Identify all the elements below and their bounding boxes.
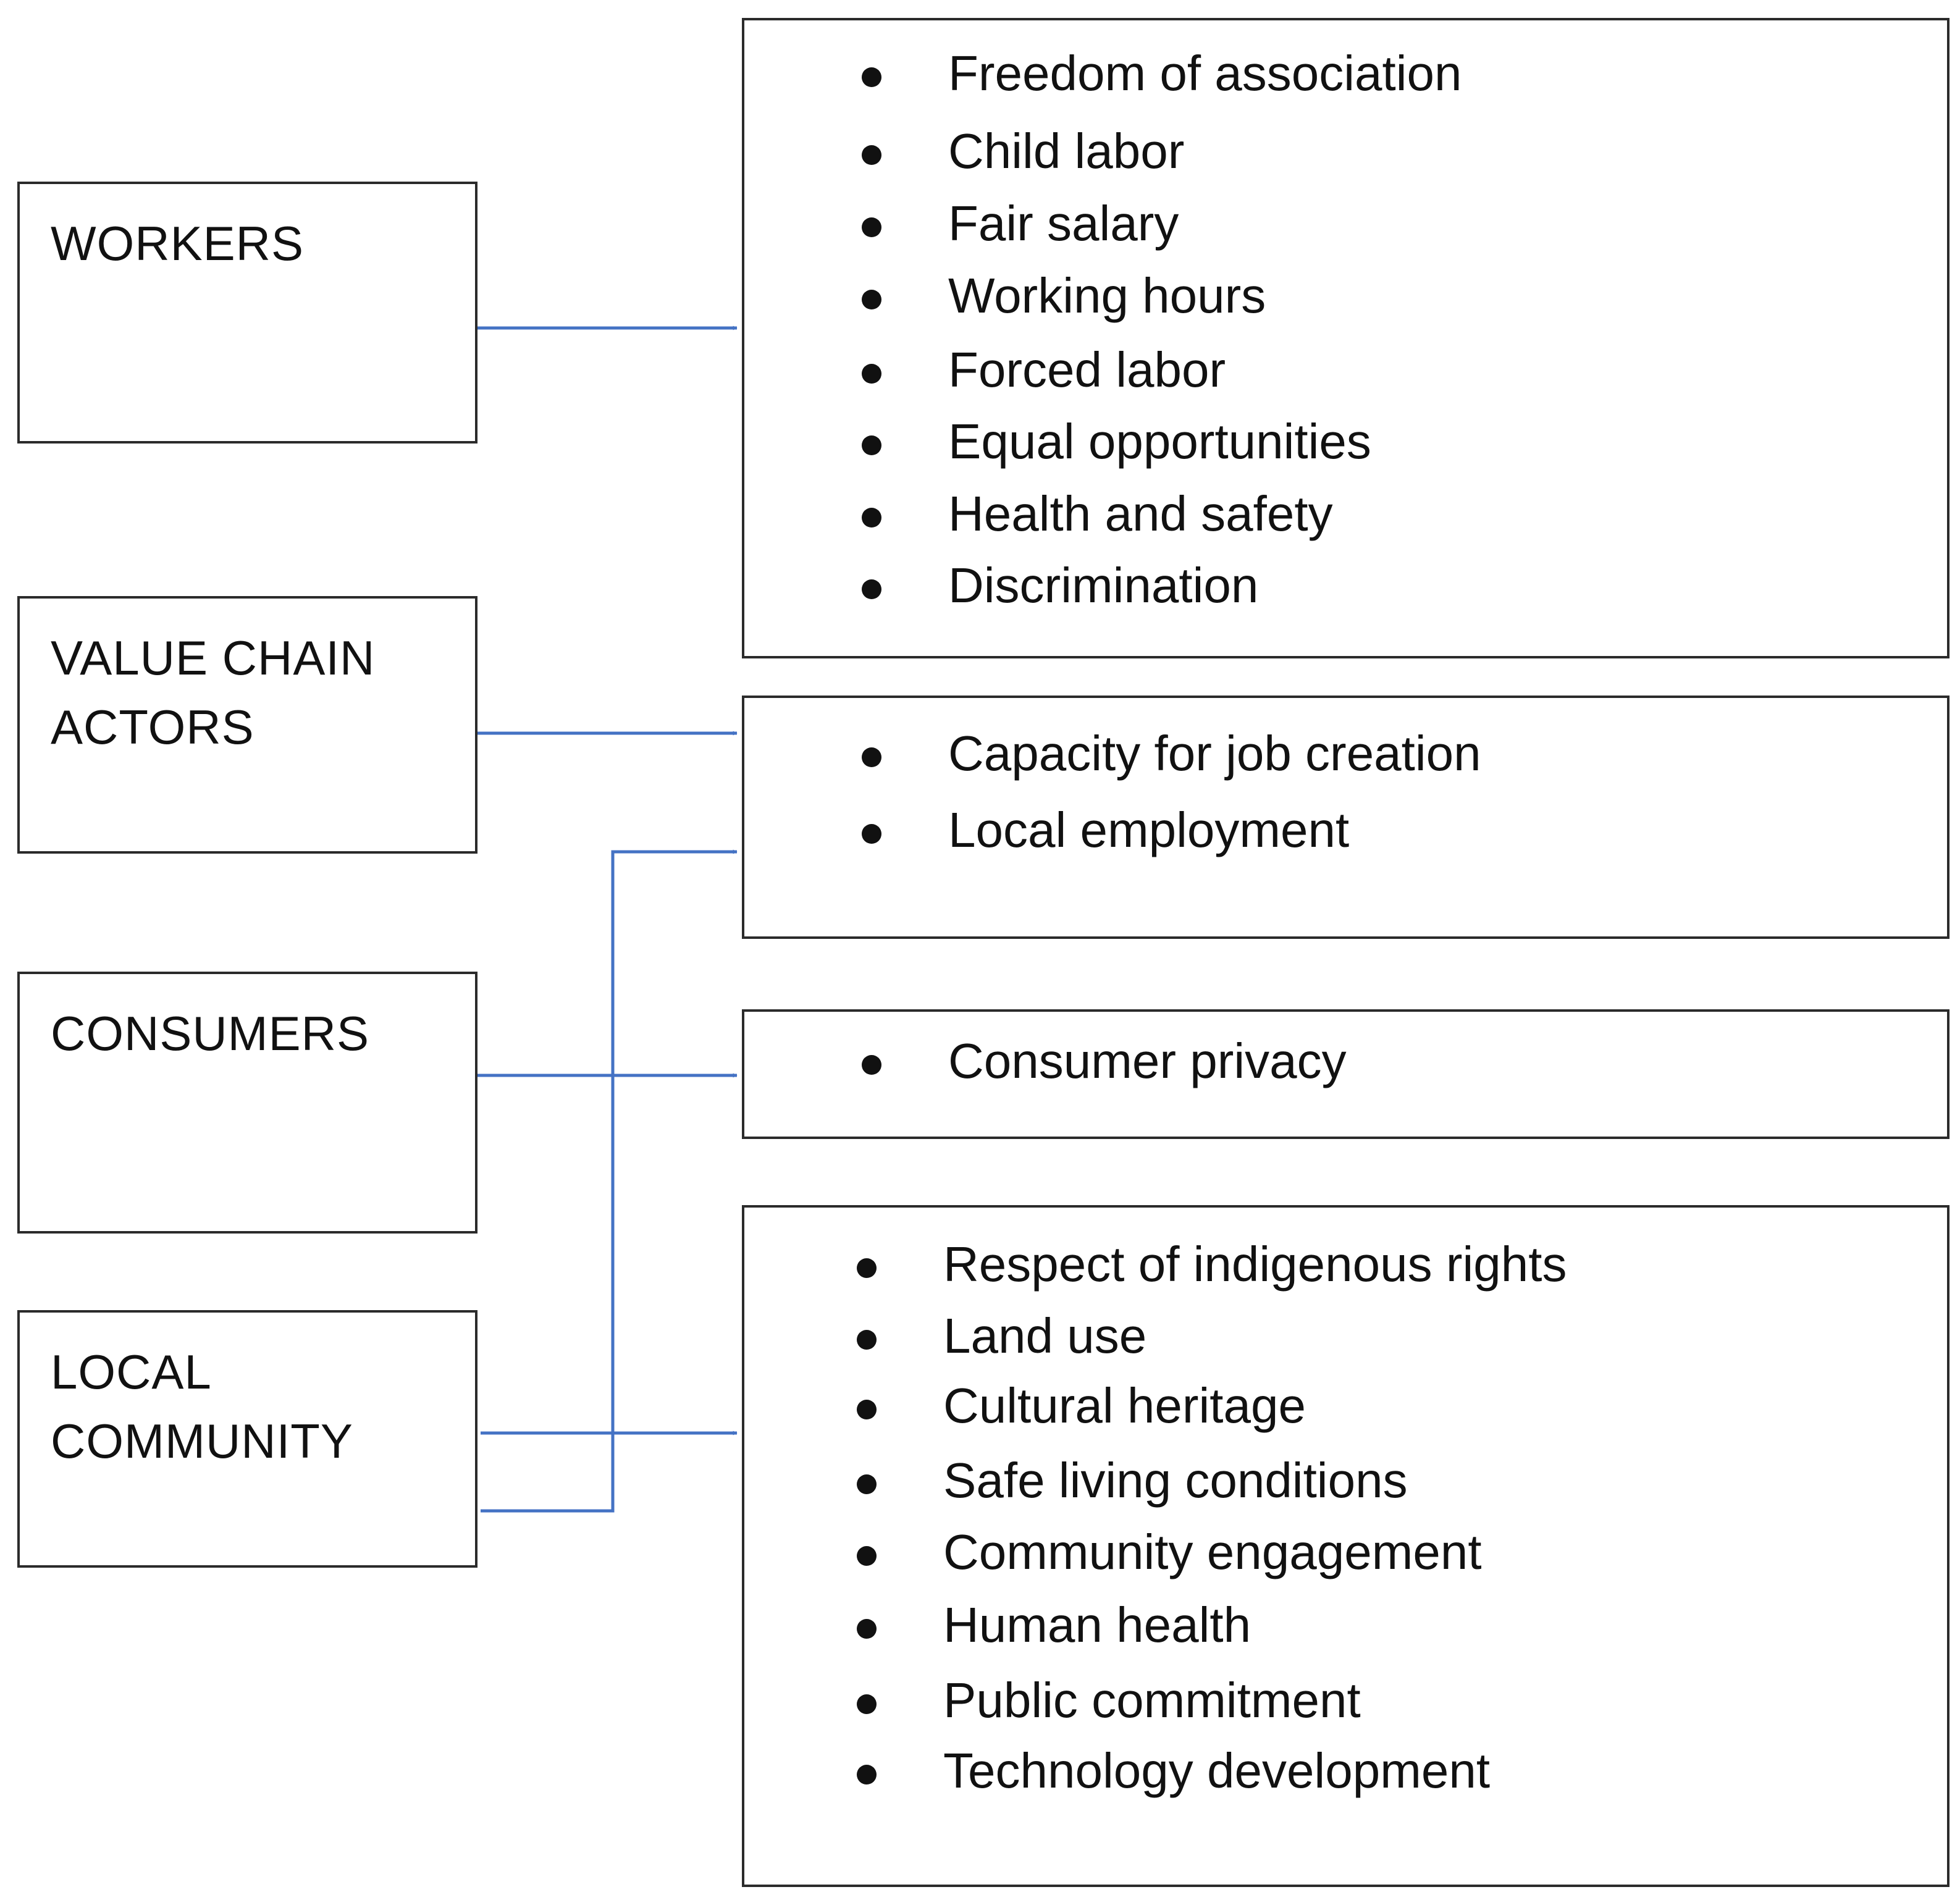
bullet-icon (857, 1400, 877, 1419)
category-list-community: Respect of indigenous rights Land use Cu… (857, 1240, 1922, 1796)
bullet-icon (857, 1619, 877, 1639)
stakeholder-label-consumers: CONSUMERS (51, 1006, 370, 1061)
category-list-consumers: Consumer privacy (862, 1036, 1922, 1086)
bullet-icon (857, 1765, 877, 1784)
list-item: Capacity for job creation (862, 729, 1922, 778)
list-item: Land use (857, 1311, 1922, 1361)
bullet-icon (857, 1258, 877, 1278)
list-item: Forced labor (862, 345, 1922, 395)
bullet-icon (862, 217, 881, 237)
bullet-icon (862, 145, 881, 165)
list-item: Equal opportunities (862, 417, 1922, 466)
bullet-icon (862, 435, 881, 455)
list-item: Child labor (862, 127, 1922, 176)
list-item: Discrimination (862, 561, 1922, 610)
stakeholder-label-value-chain-actors: VALUE CHAIN ACTORS (51, 631, 376, 754)
list-item: Human health (857, 1600, 1922, 1650)
bullet-icon (862, 290, 881, 309)
stakeholder-box-local-community: LOCAL COMMUNITY (17, 1310, 477, 1568)
bullet-icon (862, 364, 881, 384)
stakeholder-box-workers: WORKERS (17, 182, 477, 443)
list-item: Public commitment (857, 1676, 1922, 1725)
category-box-employment: Capacity for job creation Local employme… (742, 696, 1949, 939)
bullet-icon (862, 508, 881, 528)
category-list-employment: Capacity for job creation Local employme… (862, 729, 1922, 855)
bullet-icon (862, 1055, 881, 1075)
list-item: Health and safety (862, 489, 1922, 539)
list-item: Respect of indigenous rights (857, 1240, 1922, 1289)
bullet-icon (857, 1474, 877, 1494)
list-item: Safe living conditions (857, 1456, 1922, 1505)
list-item: Working hours (862, 271, 1922, 321)
list-item: Fair salary (862, 199, 1922, 248)
arrow-local-community-to-employment (481, 849, 738, 1513)
bullet-icon (862, 579, 881, 599)
bullet-icon (857, 1546, 877, 1566)
bullet-icon (857, 1330, 877, 1350)
list-item: Cultural heritage (857, 1381, 1922, 1431)
list-item: Freedom of association (862, 49, 1922, 98)
category-box-community: Respect of indigenous rights Land use Cu… (742, 1205, 1949, 1887)
stakeholder-label-workers: WORKERS (51, 216, 305, 271)
list-item: Community engagement (857, 1528, 1922, 1577)
stakeholder-box-value-chain-actors: VALUE CHAIN ACTORS (17, 596, 477, 854)
category-box-workers: Freedom of association Child labor Fair … (742, 18, 1949, 658)
category-box-consumers: Consumer privacy (742, 1009, 1949, 1139)
bullet-icon (857, 1694, 877, 1714)
list-item: Technology development (857, 1746, 1922, 1796)
bullet-icon (862, 67, 881, 87)
bullet-icon (862, 824, 881, 844)
list-item: Consumer privacy (862, 1036, 1922, 1086)
category-list-workers: Freedom of association Child labor Fair … (862, 49, 1922, 610)
list-item: Local employment (862, 805, 1922, 855)
stakeholder-box-consumers: CONSUMERS (17, 972, 477, 1234)
stakeholder-label-local-community: LOCAL COMMUNITY (51, 1345, 353, 1468)
bullet-icon (862, 747, 881, 767)
